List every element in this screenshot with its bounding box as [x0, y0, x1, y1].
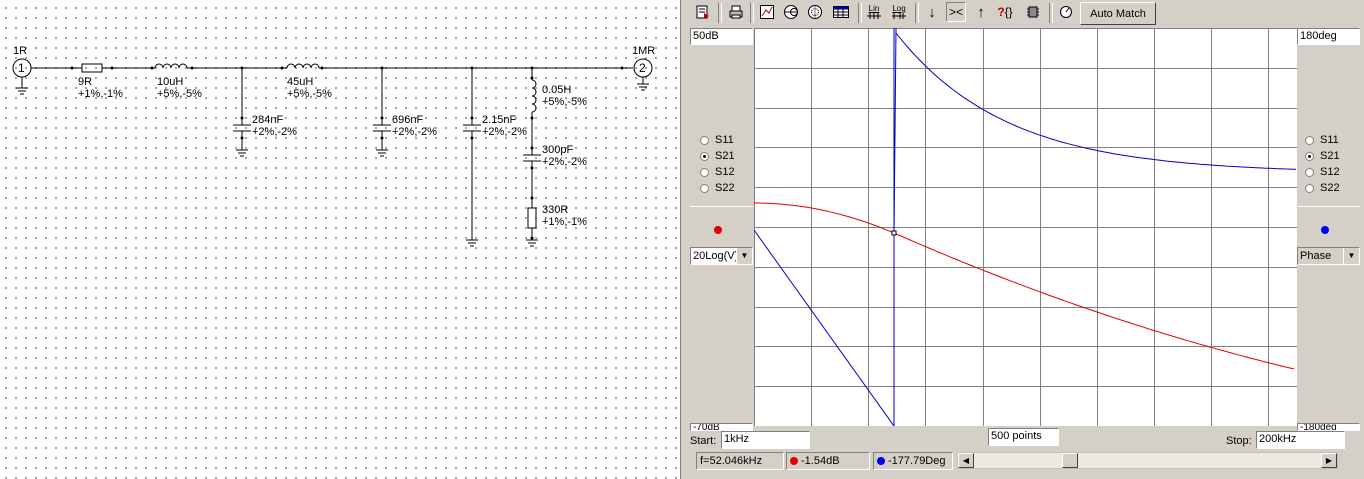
marker-down-icon[interactable]: ↓ — [928, 3, 936, 21]
inductor2-tolerance: +5%,-5% — [287, 88, 332, 100]
plot-grid — [754, 28, 1297, 427]
right-axis-top-field[interactable]: 180deg — [1297, 28, 1360, 45]
response-plot[interactable] — [753, 27, 1297, 428]
right-label-s12: S12 — [1320, 166, 1340, 178]
points-field[interactable]: 500 points — [988, 428, 1059, 446]
export-icon[interactable] — [693, 2, 713, 22]
status-phase-value: -177.79Deg — [888, 455, 946, 467]
polar-icon[interactable] — [805, 2, 825, 22]
right-mode-value: Phase — [1300, 250, 1332, 262]
marker-handle — [891, 230, 897, 236]
chevron-down-icon[interactable]: ▼ — [736, 248, 752, 264]
horizontal-scrollbar[interactable]: ◀ ▶ — [957, 452, 1338, 469]
inductor1-value[interactable]: 10uH — [157, 76, 184, 88]
scroll-left-arrow[interactable]: ◀ — [958, 453, 974, 468]
left-axis-bottom-value: -70dB — [693, 423, 720, 431]
cap4-tolerance: +2%,-2% — [542, 156, 587, 168]
resistor-value[interactable]: 9R — [78, 76, 93, 88]
left-radio-s11[interactable] — [700, 136, 709, 145]
right-radio-s11[interactable] — [1305, 136, 1314, 145]
marker-up-icon[interactable]: ↑ — [977, 3, 985, 21]
res2-value[interactable]: 330R — [542, 204, 569, 216]
scroll-thumb[interactable] — [1062, 453, 1078, 468]
component-icon[interactable] — [1023, 2, 1043, 22]
left-radio-s12[interactable] — [700, 168, 709, 177]
right-axis-bottom-value: -180deg — [1300, 423, 1337, 431]
resistor-tolerance: +1%,-1% — [78, 88, 123, 100]
left-label-s12: S12 — [715, 166, 735, 178]
stop-frequency-field[interactable]: 200kHz — [1256, 431, 1345, 449]
right-trace-color-dot[interactable] — [1321, 226, 1329, 234]
schematic-wires — [12, 58, 653, 247]
auto-match-button[interactable]: Auto Match — [1080, 2, 1156, 25]
magnitude-trace — [754, 202, 1295, 370]
inductor2-value[interactable]: 45uH — [287, 76, 314, 88]
status-magnitude-value: -1.54dB — [801, 455, 840, 467]
lin-label: Lin — [868, 4, 880, 13]
cap3-value[interactable]: 2.15nF — [482, 114, 517, 126]
scroll-right-arrow[interactable]: ▶ — [1321, 453, 1337, 468]
left-label-s22: S22 — [715, 182, 735, 194]
plot-canvas — [753, 27, 1297, 428]
port2-label: 1MR — [632, 45, 656, 57]
left-radio-s22[interactable] — [700, 184, 709, 193]
log-label: Log — [892, 4, 906, 13]
left-axis-bottom-field[interactable]: -70dB — [690, 423, 753, 431]
left-mode-value: 20Log(V) — [693, 250, 739, 262]
magnitude-dot — [790, 457, 798, 465]
right-radio-s22[interactable] — [1305, 184, 1314, 193]
cap1-tolerance: +2%,-2% — [252, 126, 297, 138]
res2-tolerance: +1%,-1% — [542, 216, 587, 228]
cap2-tolerance: +2%,-2% — [392, 126, 437, 138]
right-label-s11: S11 — [1320, 134, 1339, 146]
start-frequency-field[interactable]: 1kHz — [721, 431, 810, 449]
port2-number: 2 — [639, 61, 646, 75]
stop-label: Stop: — [1226, 435, 1252, 447]
lin-icon[interactable]: Lin — [864, 2, 884, 22]
status-phase: -177.79Deg — [873, 452, 953, 470]
ind3-value[interactable]: 0.05H — [542, 84, 572, 96]
splitter[interactable] — [680, 0, 689, 479]
graph-icon[interactable] — [757, 2, 777, 22]
right-label-s22: S22 — [1320, 182, 1340, 194]
print-icon[interactable] — [726, 2, 746, 22]
start-label: Start: — [690, 435, 717, 447]
chevron-down-icon[interactable]: ▼ — [1343, 248, 1359, 264]
left-trace-color-dot[interactable] — [714, 226, 722, 234]
cap1-value[interactable]: 284nF — [252, 114, 284, 126]
tune-icon[interactable] — [1056, 2, 1076, 22]
smith-icon[interactable] — [781, 2, 801, 22]
cap3-tolerance: +2%,-2% — [482, 126, 527, 138]
marker-between-icon[interactable]: >< — [946, 2, 966, 22]
log-icon[interactable]: Log — [889, 2, 909, 22]
left-label-s11: S11 — [715, 134, 734, 146]
right-radio-s21[interactable] — [1305, 152, 1314, 161]
ind3-tolerance: +5%,-5% — [542, 96, 587, 108]
cap2-value[interactable]: 696nF — [392, 114, 424, 126]
left-label-s21: S21 — [715, 150, 735, 162]
help-icon[interactable]: ?{} — [997, 5, 1013, 19]
inductor1-tolerance: +5%,-5% — [157, 88, 202, 100]
right-radio-s12[interactable] — [1305, 168, 1314, 177]
status-frequency: f=52.046kHz — [696, 452, 784, 470]
left-radio-s21[interactable] — [700, 152, 709, 161]
status-magnitude: -1.54dB — [786, 452, 870, 470]
cap4-value[interactable]: 300pF — [542, 144, 574, 156]
left-axis-top-field[interactable]: 50dB — [690, 28, 753, 45]
schematic-canvas[interactable]: 1R 1 1MR 2 9R +1%,-1% 10uH +5%,-5% 45uH … — [0, 0, 680, 479]
phase-dot — [877, 457, 885, 465]
right-axis-bottom-field[interactable]: -180deg — [1297, 423, 1360, 431]
left-mode-select[interactable]: 20Log(V) ▼ — [690, 247, 753, 265]
table-icon[interactable] — [831, 2, 851, 22]
port1-label: 1R — [13, 45, 28, 57]
right-label-s21: S21 — [1320, 150, 1340, 162]
phase-trace — [753, 27, 1297, 428]
port1-number: 1 — [18, 61, 25, 75]
right-mode-select[interactable]: Phase ▼ — [1297, 247, 1360, 265]
